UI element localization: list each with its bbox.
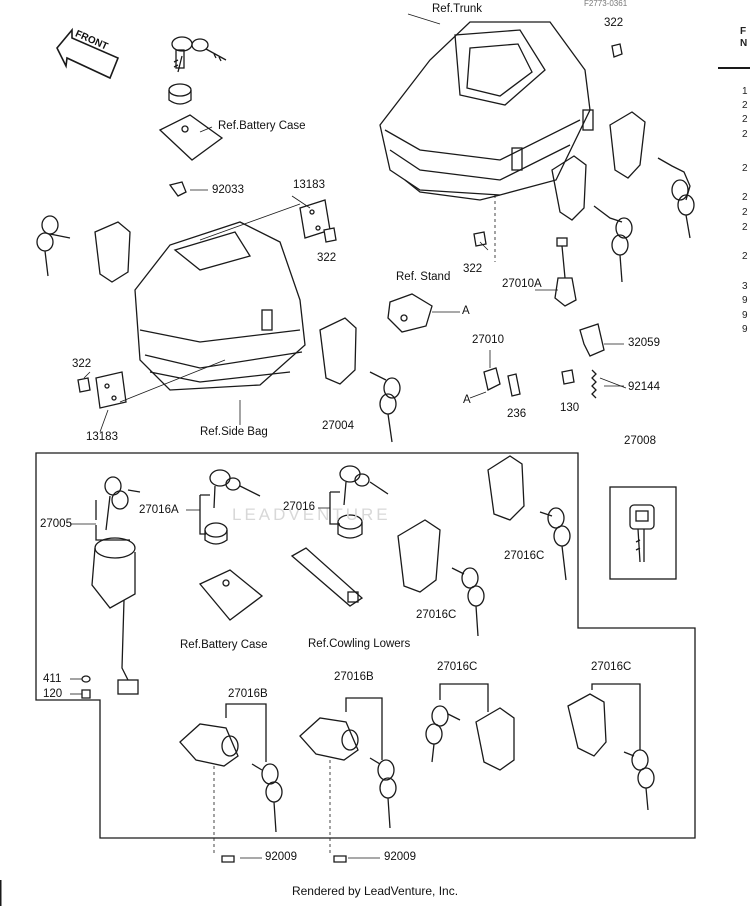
part-label-13183-top: 13183	[293, 179, 325, 191]
bolt-322-mid-icon	[323, 227, 337, 243]
bolt-322-top-icon	[611, 43, 623, 58]
side-bag-lock-left-icon	[36, 215, 131, 283]
ignition-switch-icon	[91, 476, 141, 695]
screw-130-icon	[561, 369, 575, 385]
watermark: LEADVENTURE	[232, 505, 391, 524]
part-label-322-top: 322	[604, 17, 624, 29]
battery-case-cover-icon	[158, 114, 224, 161]
bracket-32059-icon	[579, 323, 624, 357]
kit-27004-border	[35, 452, 696, 839]
lock-set-27016-icon	[329, 465, 389, 539]
ref-side-bag-label: Ref.Side Bag	[200, 426, 268, 438]
stand-lock-icon	[387, 293, 460, 333]
part-label-27016B-left: 27016B	[228, 688, 268, 700]
side-panel-header: F	[740, 26, 747, 37]
plate-13183-left-icon	[95, 371, 127, 409]
part-label-27016C-br: 27016C	[591, 661, 632, 673]
side-panel-row: 2	[742, 251, 748, 262]
trunk-lock-right-icon	[609, 111, 695, 239]
part-label-13183-left: 13183	[86, 431, 118, 443]
part-label-27005: 27005	[40, 518, 72, 530]
screw-120-icon	[81, 689, 91, 699]
ref-stand-label: Ref. Stand	[396, 271, 451, 283]
marker-a-stand: A	[462, 305, 470, 317]
screw-236-icon	[507, 373, 521, 397]
side-panel-row: 2	[742, 222, 748, 233]
side-bag-lock-right-icon	[319, 317, 401, 443]
part-label-27016C-bl: 27016C	[437, 661, 478, 673]
figure-code: F2773-0361	[584, 0, 628, 8]
part-label-27010A: 27010A	[502, 278, 542, 290]
part-label-92144: 92144	[628, 381, 660, 393]
footer-credit: Rendered by LeadVenture, Inc.	[291, 884, 459, 898]
trunk-icon	[379, 21, 594, 262]
marker-a-lower: A	[463, 394, 471, 406]
side-panel-row: 2	[742, 114, 748, 125]
lock-27016C-bl-icon	[425, 683, 515, 771]
lock-set-27016A-icon	[199, 469, 261, 545]
switch-27010-icon	[469, 350, 501, 399]
part-label-27016A: 27016A	[139, 504, 179, 516]
side-panel-header-2: N	[740, 38, 748, 49]
bolt-322-left-icon	[77, 377, 91, 393]
part-label-322-left: 322	[72, 358, 92, 370]
side-panel-row: 9	[742, 310, 748, 321]
key-set-top-icon	[171, 36, 227, 73]
washer-411-icon	[81, 675, 91, 683]
lock-27016C-mid-icon	[397, 519, 485, 637]
side-panel-row: 9	[742, 324, 748, 335]
part-label-92009-right: 92009	[384, 851, 416, 863]
side-panel-row: 2	[742, 207, 748, 218]
spring-92144-icon	[591, 369, 624, 399]
part-label-322-trunk-bottom: 322	[463, 263, 483, 275]
lock-27016C-br-icon	[567, 683, 655, 811]
side-bag-icon	[119, 203, 306, 403]
part-label-130: 130	[560, 402, 580, 414]
lock-27016B-mid-icon	[299, 697, 397, 863]
lock-27016B-left-icon	[179, 703, 283, 863]
side-panel-row: 2	[742, 100, 748, 111]
part-label-322-mid: 322	[317, 252, 337, 264]
lock-cylinder-top-icon	[168, 83, 192, 105]
part-label-92033: 92033	[212, 184, 244, 196]
key-27008-icon	[629, 504, 655, 563]
cowling-lowers-strap-icon	[290, 547, 364, 607]
part-label-92009-left: 92009	[265, 851, 297, 863]
part-label-27004: 27004	[322, 420, 354, 432]
side-panel-row: 3	[742, 281, 748, 292]
part-label-27010: 27010	[472, 334, 504, 346]
part-label-27016C-mid: 27016C	[416, 609, 457, 621]
part-label-236: 236	[507, 408, 527, 420]
clip-92033-icon	[168, 181, 208, 197]
side-panel-row: 2	[742, 192, 748, 203]
part-label-27016: 27016	[283, 501, 315, 513]
bolt-322-trunk-bottom-icon	[473, 231, 487, 247]
ref-battery-case-top-label: Ref.Battery Case	[218, 120, 306, 132]
lock-27016C-right-icon	[487, 455, 571, 581]
front-arrow-icon	[56, 27, 120, 80]
lock-27010A-icon	[554, 237, 577, 307]
side-panel-row: 9	[742, 295, 748, 306]
side-panel-row: 1	[742, 86, 748, 97]
battery-case-cover-kit-icon	[198, 569, 264, 621]
ref-battery-case-kit-label: Ref.Battery Case	[180, 639, 268, 651]
trunk-lock-left-icon	[551, 155, 633, 283]
key-27008-box	[609, 486, 677, 580]
part-label-411: 411	[43, 673, 62, 685]
part-label-27008: 27008	[624, 435, 656, 447]
part-label-27016C-right: 27016C	[504, 550, 545, 562]
part-label-32059: 32059	[628, 337, 660, 349]
part-label-120: 120	[43, 688, 63, 700]
ref-trunk-label: Ref.Trunk	[432, 3, 483, 15]
side-panel-row: 2	[742, 129, 748, 140]
side-panel-row: 2	[742, 163, 748, 174]
part-label-27016B-mid: 27016B	[334, 671, 374, 683]
ref-cowling-lowers-label: Ref.Cowling Lowers	[308, 638, 411, 650]
